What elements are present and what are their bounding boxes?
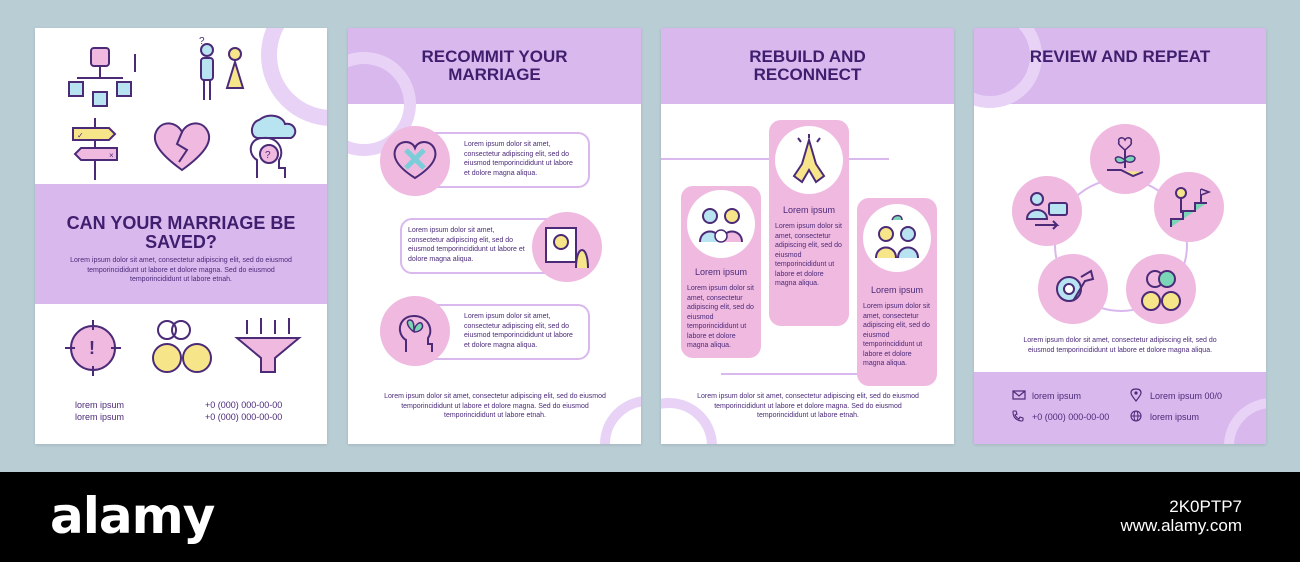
phone-icon	[1012, 410, 1024, 422]
card-2-heading: Lorem ipsum	[782, 205, 836, 215]
exchange-icon	[1025, 192, 1068, 230]
brochure-page-2: RECOMMIT YOUR MARRIAGE Lorem ipsum dolor…	[348, 28, 641, 444]
contact-label-2: lorem ipsum	[75, 412, 125, 422]
arguing-couple-icon	[699, 208, 743, 243]
card-1-heading: Lorem ipsum	[694, 267, 748, 277]
cycle-circle-left	[1012, 176, 1082, 246]
gear-wrench-icon	[1056, 269, 1095, 302]
cycle-circle-right	[1154, 172, 1224, 242]
broken-heart-icon	[153, 122, 211, 172]
svg-text:✓: ✓	[77, 131, 84, 140]
phone-text: +0 (000) 000-00-00	[1032, 412, 1110, 422]
address-text: Lorem ipsum 00/0	[1150, 391, 1223, 401]
email-text: lorem ipsum	[1032, 391, 1082, 401]
page-title: CAN YOUR MARRIAGE BE SAVED?	[66, 213, 296, 252]
target-warning-icon: !	[65, 320, 121, 376]
reconnect-couple-icon	[875, 214, 919, 259]
confused-head-icon: ?	[249, 114, 297, 178]
content-text-1: Lorem ipsum dolor sit amet, consectetur …	[464, 141, 573, 177]
phone-2: +0 (000) 000-00-00	[205, 412, 283, 422]
couple-faces-icon	[152, 320, 212, 373]
email-icon	[1012, 390, 1026, 400]
intro-text: Lorem ipsum dolor sit amet, consectetur …	[70, 257, 292, 283]
praying-hands-icon	[792, 134, 826, 184]
brand-logo: alamy	[50, 487, 215, 545]
contact-label-1: lorem ipsum	[75, 400, 125, 410]
location-pin-icon	[1130, 388, 1142, 402]
heart-bandage-icon	[393, 141, 437, 180]
cycle-circle-bottom-right	[1126, 254, 1196, 324]
globe-icon	[1130, 410, 1142, 422]
content-text-3: Lorem ipsum dolor sit amet, consectetur …	[464, 313, 573, 349]
confused-people-icon: ?	[199, 36, 245, 100]
page-title: REBUILD AND RECONNECT	[749, 47, 866, 84]
brochure-page-4: REVIEW AND REPEAT Lorem ipsum dolor sit …	[974, 28, 1266, 444]
footer-text: Lorem ipsum dolor sit amet, consectetur …	[384, 393, 606, 419]
card-3-heading: Lorem ipsum	[870, 285, 924, 295]
footer-text: Lorem ipsum dolor sit amet, consectetur …	[697, 393, 919, 419]
image-id: 2K0PTP7	[1169, 497, 1242, 516]
svg-text:?: ?	[199, 36, 205, 47]
agreement-couple-icon	[1141, 270, 1181, 311]
mirror-portrait-icon	[545, 227, 589, 269]
site-url: www.alamy.com	[1120, 516, 1242, 535]
growth-head-icon	[398, 314, 433, 352]
intro-text: Lorem ipsum dolor sit amet, consectetur …	[1023, 337, 1217, 354]
svg-text:×: ×	[109, 151, 114, 160]
brochure-page-3: REBUILD AND RECONNECT Lorem ipsum Lorem …	[661, 28, 954, 444]
plant-hand-icon	[1107, 137, 1144, 178]
hierarchy-icon	[68, 47, 136, 107]
web-text: lorem ipsum	[1150, 412, 1200, 422]
card-2-text: Lorem ipsum dolor sit amet, consectetur …	[775, 223, 842, 287]
climbing-couple-icon	[1170, 187, 1212, 227]
brochure-page-1: ? ✓ × ? CAN YOUR MARRIAGE BE SAVED? Lore…	[35, 28, 327, 444]
hero-band	[35, 184, 327, 304]
svg-text:!: !	[89, 338, 95, 358]
phone-1: +0 (000) 000-00-00	[205, 400, 283, 410]
contact-band	[974, 372, 1266, 444]
title-band	[661, 28, 954, 104]
svg-text:?: ?	[265, 150, 271, 161]
card-1-circle	[687, 190, 755, 258]
page-title: RECOMMIT YOUR MARRIAGE	[421, 47, 568, 84]
funnel-icon	[234, 318, 302, 373]
card-1-text: Lorem ipsum dolor sit amet, consectetur …	[687, 285, 754, 349]
watermark-footer	[0, 472, 1300, 562]
page-title: REVIEW AND REPEAT	[1029, 47, 1211, 66]
card-3-text: Lorem ipsum dolor sit amet, consectetur …	[863, 303, 930, 367]
signpost-icon: ✓ ×	[72, 118, 118, 180]
connector-line-bottom	[721, 373, 921, 375]
content-text-2: Lorem ipsum dolor sit amet, consectetur …	[408, 227, 525, 263]
